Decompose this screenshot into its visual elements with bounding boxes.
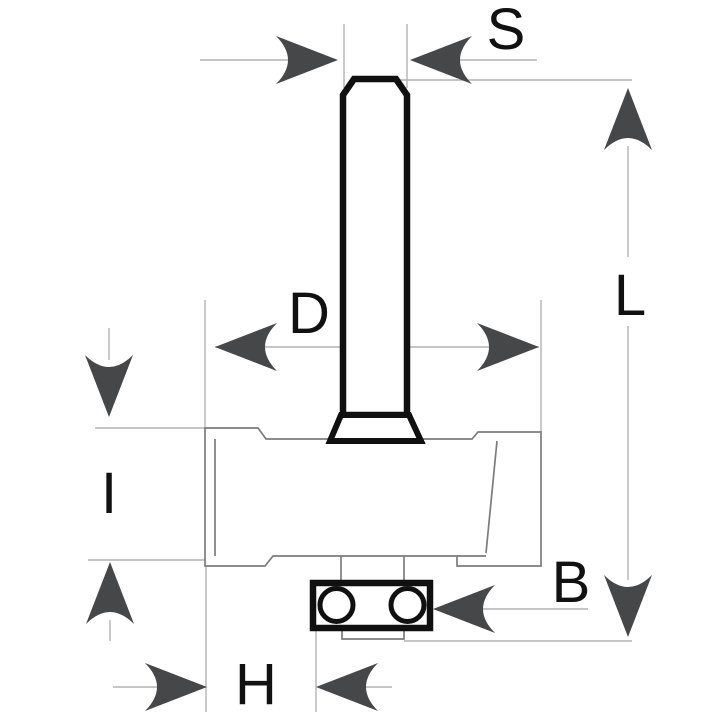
dimension-label-shank-diameter: S bbox=[486, 0, 526, 62]
d-arrow-right-icon bbox=[477, 323, 539, 371]
i-arrow-bottom-icon bbox=[86, 562, 134, 624]
l-arrow-top-icon bbox=[604, 88, 652, 150]
dimension-label-bearing-diameter: B bbox=[551, 550, 591, 615]
cutter-flute-slant bbox=[485, 440, 498, 554]
shank-flare bbox=[325, 412, 426, 444]
s-arrow-left-icon bbox=[276, 36, 338, 84]
l-arrow-bottom-icon bbox=[604, 575, 652, 637]
dimension-label-cutter-diameter: D bbox=[288, 281, 330, 346]
s-arrow-right-icon bbox=[410, 36, 472, 84]
bearing-ball-right bbox=[388, 586, 427, 624]
h-arrow-left-icon bbox=[145, 663, 207, 711]
dimension-label-rabbet-depth: H bbox=[235, 652, 277, 717]
i-arrow-top-icon bbox=[85, 355, 133, 417]
h-arrow-right-icon bbox=[316, 663, 378, 711]
solid-parts bbox=[309, 75, 434, 632]
b-arrow-icon bbox=[433, 585, 495, 633]
cutter-body-outline bbox=[204, 427, 542, 567]
d-arrow-left-icon bbox=[215, 323, 277, 371]
dimension-label-overall-length: L bbox=[613, 263, 647, 328]
dimension-arrows bbox=[85, 36, 652, 711]
shank bbox=[339, 75, 411, 419]
bearing-ball-left bbox=[317, 586, 356, 624]
dimension-label-cut-height: I bbox=[100, 461, 118, 526]
